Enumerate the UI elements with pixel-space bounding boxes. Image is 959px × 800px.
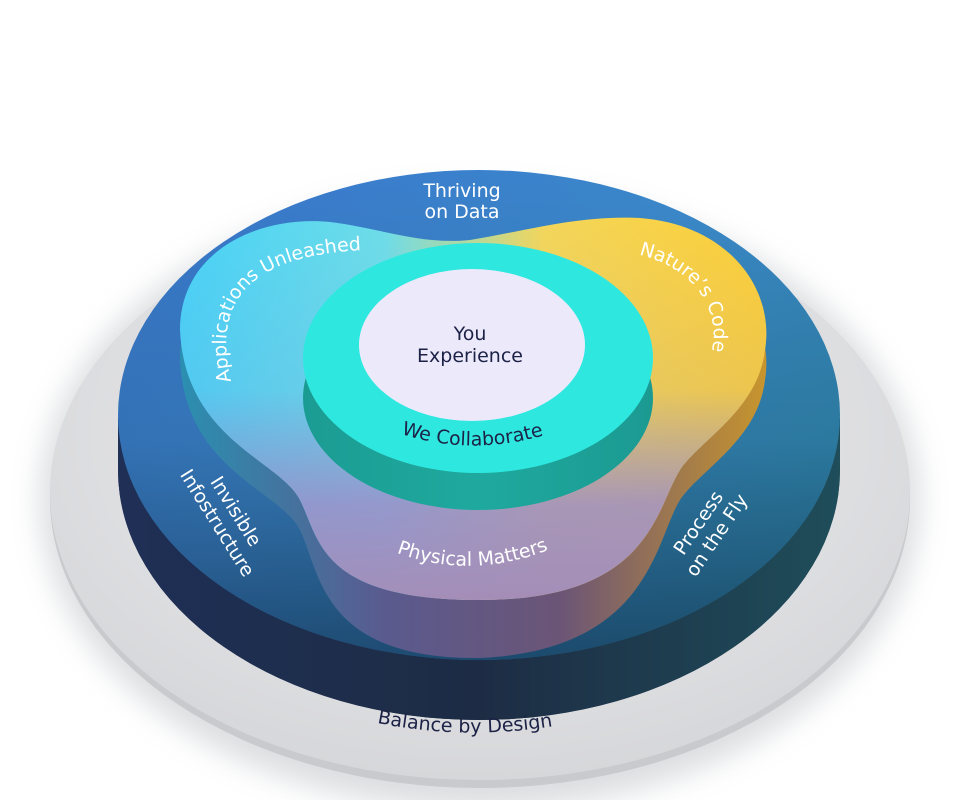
section-data-line2: on Data: [424, 201, 499, 223]
section-label-data: Thriving on Data: [422, 180, 500, 223]
core-label-line1: You: [453, 323, 487, 345]
core-label-line2: Experience: [417, 345, 523, 367]
experience-core: [359, 269, 585, 421]
section-data-line1: Thriving: [422, 180, 500, 202]
